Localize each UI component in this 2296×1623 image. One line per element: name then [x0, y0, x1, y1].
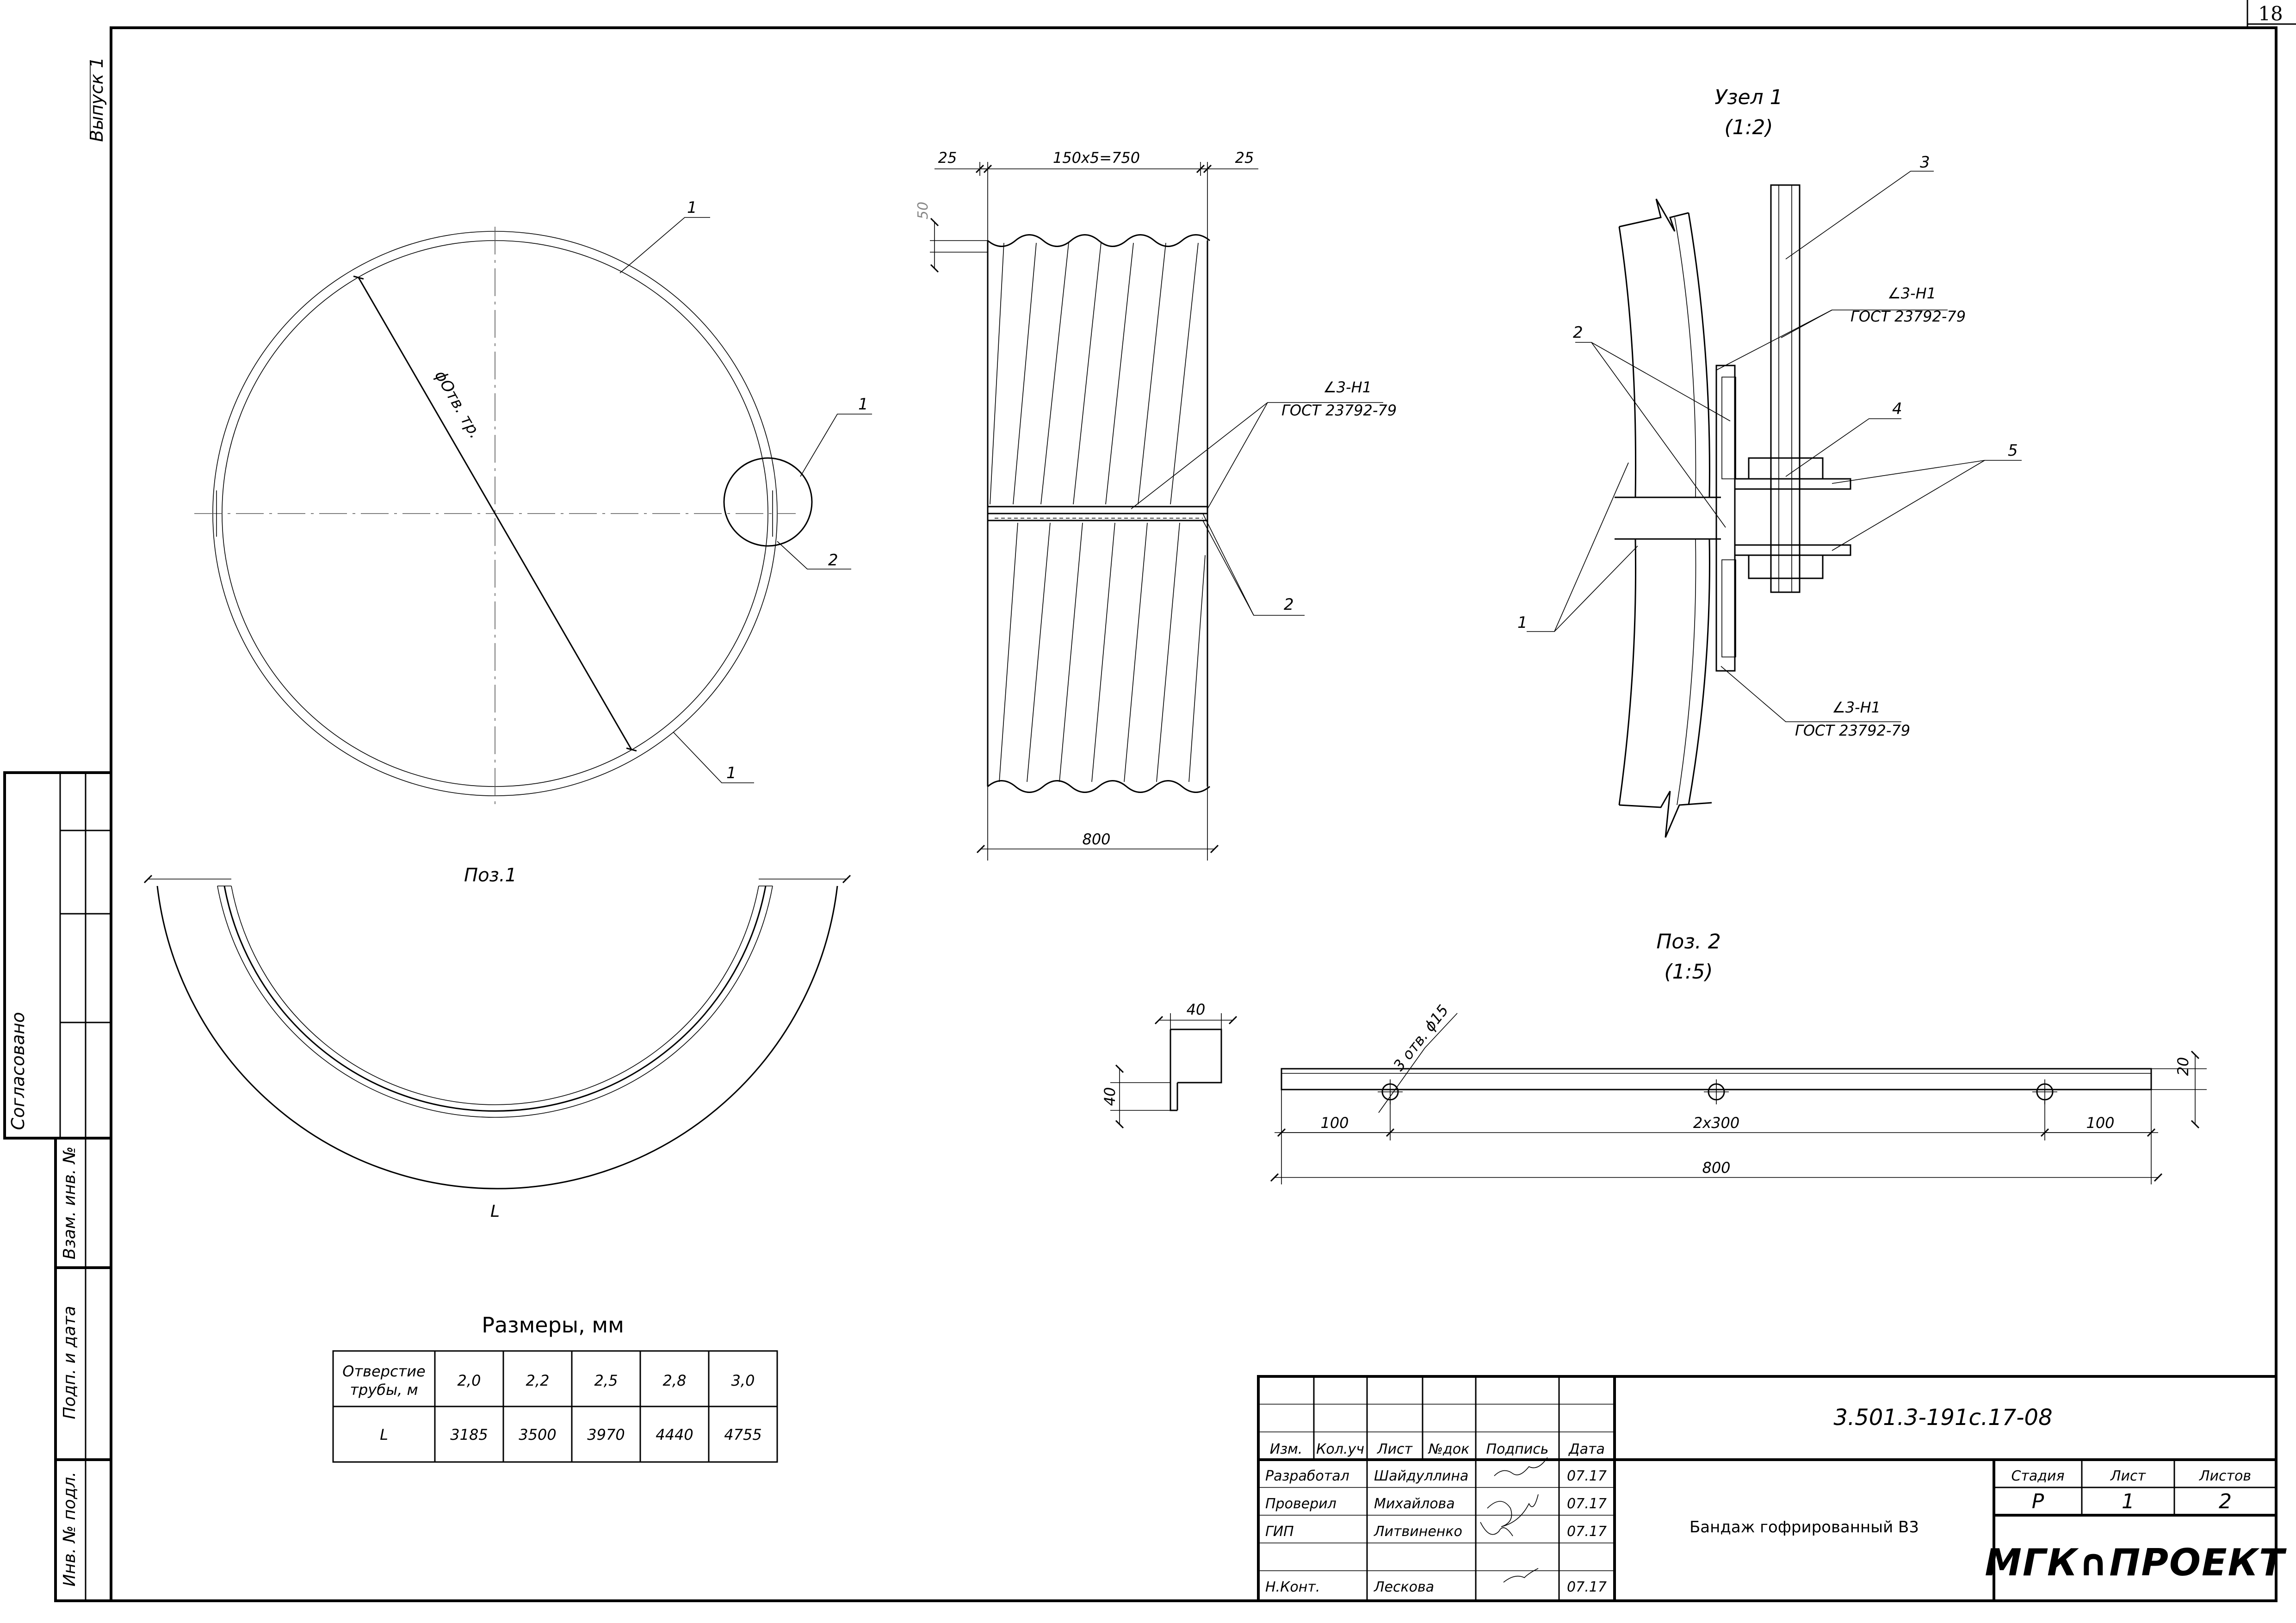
- angle-dim-height: 40: [1101, 1087, 1119, 1106]
- sheets-label: Листов: [2199, 1468, 2251, 1484]
- node1-weld-symbol-1: ∠3-Н1: [1888, 285, 1936, 302]
- sheet-value: 1: [2122, 1490, 2135, 1513]
- sizes-table: [332, 1350, 778, 1463]
- ring-callout-1a: 1: [687, 198, 697, 217]
- ring-callout-1b: 1: [726, 764, 736, 782]
- side-stamp-grid: [3, 60, 112, 1602]
- sizes-length-cell: 3185: [450, 1426, 488, 1443]
- replaced-inv-label: Взам. инв. №: [60, 1146, 79, 1259]
- tb-col-header: Подпись: [1486, 1441, 1549, 1457]
- side-dim-right: 25: [1235, 149, 1254, 167]
- signer-date: 07.17: [1567, 1496, 1607, 1512]
- side-weld-standard: ГОСТ 23792-79: [1281, 402, 1397, 419]
- sizes-length-cell: 3500: [519, 1426, 556, 1443]
- node1-callout-1: 1: [1517, 613, 1528, 632]
- ring-callout-2: 2: [828, 551, 838, 570]
- signer-name: Лескова: [1374, 1579, 1434, 1595]
- sizes-table-title: Размеры, мм: [482, 1313, 624, 1338]
- pos2-dim-left: 100: [1320, 1114, 1349, 1132]
- company-logo: МГК∩ПРОЕКТ: [1985, 1541, 2287, 1584]
- signer-role: Н.Конт.: [1265, 1579, 1320, 1595]
- side-dim-pitch: 50: [915, 202, 931, 219]
- side-callout-2: 2: [1284, 595, 1294, 614]
- pos1-title: Поз.1: [464, 865, 517, 886]
- signer-role: ГИП: [1265, 1524, 1294, 1540]
- node1-weld-symbol-2: ∠3-Н1: [1832, 699, 1881, 716]
- signer-date: 07.17: [1567, 1468, 1607, 1484]
- node1-callout-4: 4: [1892, 400, 1902, 418]
- tb-col-header: Кол.уч: [1316, 1441, 1364, 1457]
- agreed-label: Согласовано: [8, 1012, 28, 1130]
- doc-code: 3.501.3-191с.17-08: [1833, 1405, 2052, 1431]
- ring-view: [194, 217, 872, 805]
- sizes-opening-cell: 2,2: [526, 1372, 550, 1389]
- sizes-opening-cell: 2,8: [663, 1372, 687, 1389]
- node1-weld-standard-2: ГОСТ 23792-79: [1795, 722, 1910, 739]
- pos1-length-label: L: [490, 1202, 500, 1221]
- signer-name: Михайлова: [1374, 1496, 1455, 1512]
- tb-col-header: Лист: [1377, 1441, 1413, 1457]
- sizes-row1-header-line2: трубы, м: [350, 1381, 418, 1399]
- tb-col-header: Изм.: [1270, 1441, 1303, 1457]
- sheet-number: 18: [2258, 2, 2283, 25]
- pos2-dim-total: 800: [1702, 1159, 1730, 1177]
- pos2-dim-mid: 2x300: [1693, 1114, 1739, 1132]
- node1-callout-5: 5: [2008, 441, 2018, 460]
- sizes-length-cell: 4755: [724, 1426, 761, 1443]
- signer-name: Шайдуллина: [1374, 1468, 1468, 1484]
- original-inv-label: Инв. № подл.: [60, 1472, 79, 1586]
- tb-col-header: Дата: [1568, 1441, 1605, 1457]
- tb-col-header: №док: [1428, 1441, 1469, 1457]
- pos2-title: Поз. 2: [1656, 930, 1720, 954]
- node1-detail: [1527, 171, 2022, 838]
- node1-callout-3: 3: [1920, 153, 1930, 172]
- signer-name: Литвиненко: [1374, 1524, 1462, 1540]
- stage-value: Р: [2032, 1490, 2044, 1513]
- sizes-row1-header-line1: Отверстие: [342, 1363, 425, 1380]
- node1-weld-standard-1: ГОСТ 23792-79: [1850, 308, 1966, 325]
- release-label: Выпуск 1: [87, 57, 107, 142]
- signer-date: 07.17: [1567, 1579, 1607, 1595]
- sheet-label: Лист: [2110, 1468, 2147, 1484]
- sizes-row2-header: L: [380, 1426, 388, 1443]
- pos2-scale: (1:5): [1664, 960, 1713, 984]
- sheets-value: 2: [2219, 1490, 2232, 1513]
- sizes-length-cell: 4440: [656, 1426, 693, 1443]
- signer-role: Разработал: [1265, 1468, 1349, 1484]
- ring-callout-1c: 1: [858, 395, 868, 414]
- ring-diameter-label: ϕОтв. тр.: [431, 367, 484, 442]
- bandage-side-view: [930, 162, 1383, 861]
- node1-callout-2: 2: [1573, 323, 1583, 342]
- stage-label: Стадия: [2011, 1468, 2064, 1484]
- sizes-opening-cell: 2,0: [458, 1372, 481, 1389]
- node1-scale: (1:2): [1724, 116, 1773, 139]
- signer-date: 07.17: [1567, 1524, 1607, 1540]
- side-dim-mid: 150x5=750: [1053, 149, 1140, 167]
- pos1-arc: [143, 874, 851, 1189]
- sizes-opening-cell: 3,0: [731, 1372, 755, 1389]
- angle-dim-width: 40: [1187, 1001, 1206, 1018]
- title-block-grid: [1257, 1375, 2277, 1602]
- side-dim-total: 800: [1082, 830, 1110, 848]
- pos2-holes-label: 3 отв. ϕ15: [1390, 1002, 1452, 1074]
- node1-title: Узел 1: [1714, 86, 1782, 109]
- sheet-frame: [110, 0, 2296, 1602]
- pos2-dim-height: 20: [2174, 1057, 2192, 1076]
- pos2-strip: [1110, 1013, 2207, 1184]
- side-dim-left: 25: [938, 149, 957, 167]
- sizes-length-cell: 3970: [587, 1426, 625, 1443]
- signature-date-label: Подп. и дата: [60, 1306, 79, 1419]
- doc-name: Бандаж гофрированный В3: [1690, 1518, 1919, 1536]
- side-weld-symbol: ∠3-Н1: [1323, 378, 1372, 396]
- pos2-dim-right: 100: [2086, 1114, 2114, 1132]
- sizes-opening-cell: 2,5: [594, 1372, 618, 1389]
- signer-role: Проверил: [1265, 1496, 1337, 1512]
